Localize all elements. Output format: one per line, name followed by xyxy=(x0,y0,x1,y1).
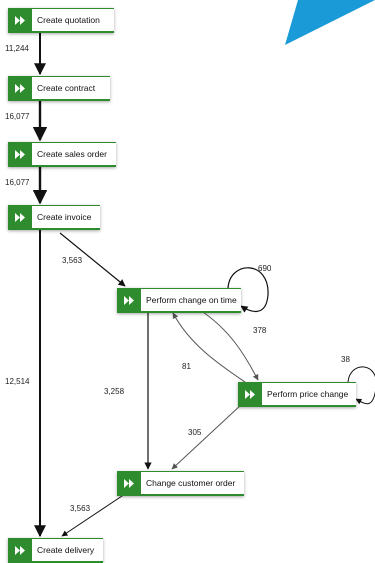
fast-forward-icon xyxy=(8,206,32,228)
edge-change-on-time-price-change[interactable] xyxy=(199,309,259,381)
edge-count-label: 12,514 xyxy=(5,377,30,386)
node-create-delivery[interactable]: Create delivery xyxy=(8,538,103,563)
fast-forward-icon xyxy=(8,77,32,99)
edge-price-change-change-on-time[interactable] xyxy=(172,312,246,383)
edge-count-label: 305 xyxy=(188,428,202,437)
edge-count-label: 16,077 xyxy=(5,112,30,121)
edge-count-label: 38 xyxy=(341,355,350,364)
edge-count-label: 11,244 xyxy=(5,44,29,53)
fast-forward-icon xyxy=(238,383,262,405)
node-label: Create invoice xyxy=(37,212,92,222)
edge-count-label: 16,077 xyxy=(5,178,30,187)
edge-count-label: 3,258 xyxy=(104,387,125,396)
fast-forward-icon xyxy=(8,539,32,561)
edge-invoice-change-on-time[interactable] xyxy=(59,232,126,287)
fast-forward-icon xyxy=(8,143,32,165)
edge-count-label: 81 xyxy=(182,362,191,371)
node-label: Create contract xyxy=(37,83,96,93)
edge-count-label: 378 xyxy=(253,326,267,335)
edge-count-label: 3,563 xyxy=(70,504,91,513)
node-change-customer-order[interactable]: Change customer order xyxy=(117,471,244,496)
node-create-contract[interactable]: Create contract xyxy=(8,76,110,101)
node-label: Perform price change xyxy=(267,389,349,399)
edge-price-change-self[interactable] xyxy=(347,366,375,405)
edge-count-label: 3,563 xyxy=(62,256,83,265)
node-create-quotation[interactable]: Create quotation xyxy=(8,8,114,33)
corner-accent-shape xyxy=(285,0,375,45)
node-create-sales-order[interactable]: Create sales order xyxy=(8,142,116,167)
node-label: Create sales order xyxy=(37,149,107,159)
edge-customer-order-delivery[interactable] xyxy=(61,493,126,537)
edge-change-on-time-self[interactable] xyxy=(227,267,269,313)
node-label: Perform change on time xyxy=(146,295,237,305)
fast-forward-icon xyxy=(117,289,141,311)
edge-count-label: 690 xyxy=(258,264,272,273)
node-label: Create quotation xyxy=(37,15,100,25)
node-label: Create delivery xyxy=(37,545,95,555)
edge-price-change-customer-order[interactable] xyxy=(171,403,243,470)
node-perform-price-change[interactable]: Perform price change xyxy=(238,382,356,407)
node-perform-change-on-time[interactable]: Perform change on time xyxy=(117,288,241,313)
edge-layer xyxy=(32,30,375,538)
node-create-invoice[interactable]: Create invoice xyxy=(8,205,100,230)
fast-forward-icon xyxy=(117,472,141,494)
node-label: Change customer order xyxy=(146,478,236,488)
fast-forward-icon xyxy=(8,9,32,31)
